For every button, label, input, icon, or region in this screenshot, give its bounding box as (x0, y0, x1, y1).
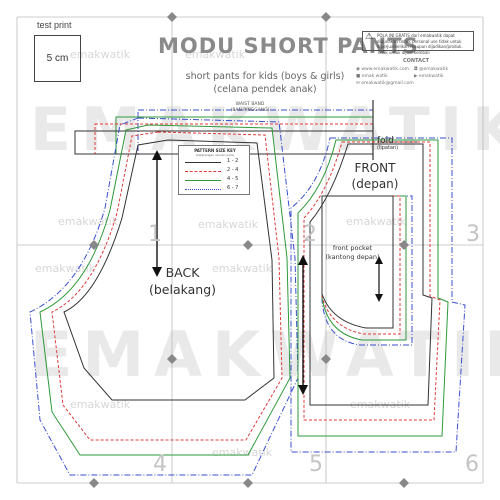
back-piece (29, 117, 299, 476)
contact-instagram: ◘ @emakwatik (414, 67, 449, 72)
contact-website: ◉ www.emakwatik.com (356, 67, 410, 72)
subtitle-english: short pants for kids (boys & girls) (185, 71, 345, 82)
watermark-large-bottom: EMAKWATIK (30, 318, 500, 391)
key-line-swatch (185, 171, 221, 172)
front-piece-label: FRONT (depan) (340, 160, 410, 192)
watermark-small: emakwatik (58, 215, 119, 228)
back-label-en: BACK (165, 265, 200, 280)
page-title: MODU SHORT PANTS (158, 34, 419, 58)
warning-text: POLA INI GRATIS dari emakwatik dapat dig… (377, 33, 463, 55)
test-print-box: 5 cm (34, 35, 81, 82)
waistband-label-id: (BAN PINGGANG) (230, 108, 270, 113)
subtitle-indonesian: (celana pendek anak) (213, 84, 317, 95)
key-row: 4 - 5 (185, 176, 247, 185)
instagram-icon: ◘ (414, 67, 419, 72)
contact-email: ✉ emakwatik@gmail.com (356, 81, 414, 86)
contact-youtube: ▶ emakwatik (414, 74, 444, 79)
mail-icon: ✉ (356, 81, 362, 86)
page-number: 1 (148, 222, 162, 247)
watermark-small: emakwatik (346, 215, 407, 228)
page-number: 2 (303, 222, 317, 247)
facebook-icon: ■ (356, 74, 362, 79)
key-line-swatch (185, 162, 221, 163)
test-print-label: test print (37, 20, 72, 30)
youtube-icon: ▶ (414, 74, 419, 79)
warning-triangle-icon: ⚠ (365, 32, 374, 42)
page-number: 4 (153, 452, 167, 477)
pattern-size-key: PATTERN SIZE KEY (keterangan ukuran pola… (178, 145, 250, 195)
page-number: 5 (309, 452, 323, 477)
watermark-small: emakwatik (70, 48, 131, 61)
warning-box: ⚠ POLA INI GRATIS dari emakwatik dapat d… (362, 31, 474, 55)
watermark-large-top: EMAKWATIK (30, 95, 500, 165)
key-size: 4 - 5 (227, 176, 239, 182)
key-row: 6 - 7 (185, 185, 247, 194)
key-title: PATTERN SIZE KEY (194, 148, 236, 153)
waistband-label: WAIST BAND (BAN PINGGANG) (215, 102, 285, 114)
watermark-small: emakwatik (212, 262, 273, 275)
front-piece (290, 137, 466, 453)
watermark-small: emakwatik (212, 446, 273, 459)
key-line-swatch (185, 180, 221, 181)
alignment-diamonds (89, 12, 409, 488)
fold-label: fold (377, 136, 394, 146)
front-pocket-label: front pocket (kantong depan) (320, 244, 385, 262)
key-subtitle: (keterangan ukuran pola) (195, 153, 235, 157)
key-row: 1 - 2 (185, 158, 247, 167)
pocket-label-en: front pocket (332, 244, 373, 252)
contact-block: CONTACT ◉ www.emakwatik.com ◘ @emakwatik… (356, 58, 476, 87)
pocket-label-id: (kantong depan) (325, 253, 380, 261)
watermark-small: emakwatik (185, 48, 246, 61)
page-subtitle: short pants for kids (boys & girls) (cel… (160, 70, 370, 96)
page-number: 6 (465, 452, 479, 477)
watermark-small: emakwatik (70, 398, 131, 411)
key-size: 2 - 4 (227, 167, 239, 173)
waistband-label-en: WAIST BAND (235, 102, 265, 107)
key-size: 1 - 2 (227, 158, 239, 164)
watermark-small: emakwatik (198, 218, 259, 231)
key-row: 2 - 4 (185, 167, 247, 176)
front-label-id: (depan) (351, 177, 399, 191)
fold-sublabel: (lipatan) (377, 145, 399, 151)
key-size: 6 - 7 (227, 185, 239, 191)
test-print-size: 5 cm (46, 53, 69, 64)
back-piece-label: BACK (belakang) (135, 264, 230, 298)
contact-facebook: ■ emak watik (356, 74, 388, 79)
globe-icon: ◉ (356, 67, 362, 72)
back-label-id: (belakang) (148, 282, 217, 297)
front-label-en: FRONT (354, 161, 396, 175)
key-line-swatch (185, 189, 221, 190)
contact-heading: CONTACT (402, 58, 430, 64)
page-number: 3 (466, 222, 480, 247)
